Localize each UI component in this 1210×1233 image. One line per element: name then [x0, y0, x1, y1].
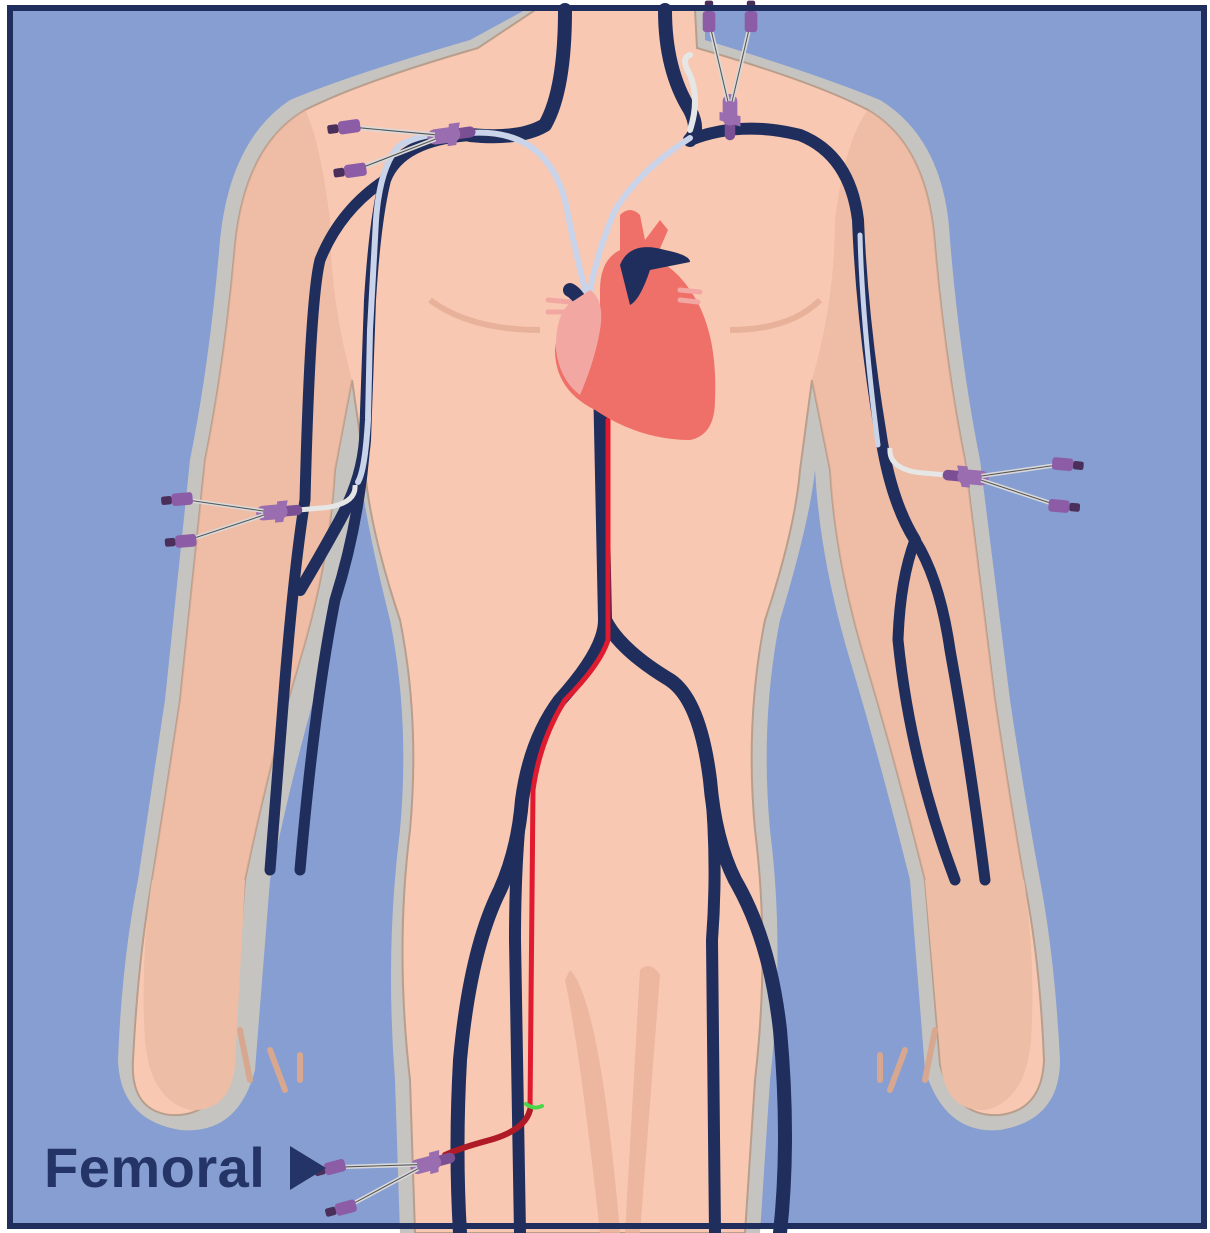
arrow-right-icon — [290, 1146, 326, 1190]
femoral-label: Femoral — [44, 1136, 265, 1200]
